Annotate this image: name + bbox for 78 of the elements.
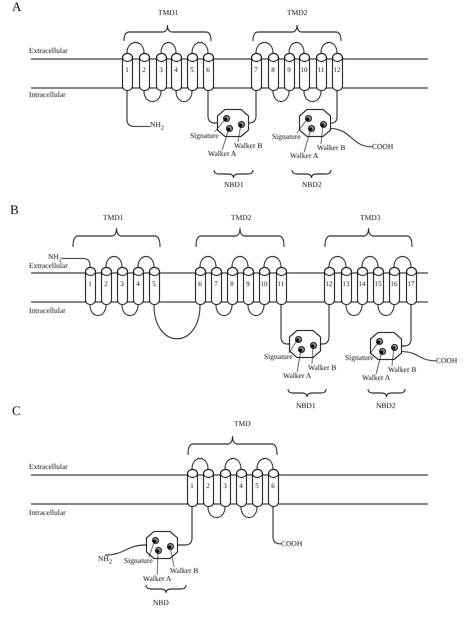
motif-dot bbox=[226, 124, 232, 132]
peptide-loop bbox=[126, 90, 150, 127]
peptide-loop bbox=[248, 90, 256, 124]
peptide-loop bbox=[144, 90, 162, 102]
leader-line bbox=[376, 354, 382, 374]
peptide-loop bbox=[176, 90, 192, 102]
leader-line bbox=[296, 120, 306, 134]
motif-dot bbox=[294, 336, 302, 342]
leader-line bbox=[222, 131, 228, 150]
motif-dot bbox=[390, 344, 398, 350]
peptide-loop bbox=[178, 506, 192, 546]
leader-line bbox=[304, 131, 310, 152]
peptide-loop bbox=[328, 256, 346, 268]
peptide-loop bbox=[232, 256, 248, 268]
peptide-loop bbox=[320, 42, 338, 54]
peptide-loop bbox=[304, 90, 322, 102]
peptide-loop bbox=[256, 458, 274, 470]
motif-dot bbox=[298, 346, 304, 352]
peptide-loop bbox=[330, 128, 372, 148]
peptide-loop bbox=[104, 544, 146, 556]
peptide-loop bbox=[288, 42, 304, 54]
peptide-loop bbox=[401, 351, 436, 362]
peptide-loop bbox=[264, 256, 282, 268]
peptide-loop bbox=[192, 458, 208, 470]
peptide-loop bbox=[224, 458, 242, 470]
leader-line bbox=[312, 348, 314, 364]
leader-line bbox=[288, 342, 296, 354]
peptide-loop bbox=[122, 304, 138, 316]
motif-dot bbox=[378, 348, 386, 354]
peptide-loop bbox=[192, 42, 208, 54]
peptide-loop bbox=[106, 256, 122, 268]
peptide-loop bbox=[160, 42, 176, 54]
leader-line bbox=[370, 344, 378, 354]
peptide-loop bbox=[62, 258, 90, 268]
nucleotide-binding-domain bbox=[299, 109, 331, 137]
leader-line bbox=[392, 350, 394, 366]
peptide-loop bbox=[208, 90, 218, 124]
motif-dot bbox=[376, 338, 382, 344]
peptide-loop bbox=[256, 42, 274, 54]
panel-letter: B bbox=[10, 203, 19, 216]
peptide-loop bbox=[378, 304, 394, 316]
motif-dot bbox=[304, 114, 312, 122]
leader-line bbox=[238, 127, 241, 142]
motif-dot bbox=[310, 342, 316, 348]
motif-dot bbox=[320, 120, 326, 128]
motif-dot bbox=[152, 536, 158, 544]
leader-line bbox=[320, 127, 323, 144]
peptide-loop bbox=[248, 304, 264, 316]
panel-letter: A bbox=[12, 0, 22, 13]
peptide-loop bbox=[126, 42, 144, 54]
nucleotide-binding-domain bbox=[146, 531, 178, 559]
peptide-loop bbox=[208, 506, 226, 518]
peptide-loop bbox=[280, 304, 290, 344]
leader-line bbox=[156, 553, 158, 576]
motif-dot bbox=[154, 546, 162, 554]
peptide-loop bbox=[320, 304, 330, 344]
peptide-loop bbox=[394, 256, 412, 268]
peptide-loop bbox=[402, 304, 412, 346]
motif-dot bbox=[308, 124, 314, 132]
peptide-loop bbox=[216, 304, 232, 316]
peptide-loop bbox=[272, 90, 290, 102]
motif-dot bbox=[238, 120, 244, 128]
panel-letter: C bbox=[12, 404, 21, 417]
motif-dot bbox=[222, 114, 230, 122]
peptide-loop bbox=[330, 90, 338, 124]
motif-dot bbox=[166, 542, 174, 550]
peptide-loop bbox=[90, 304, 106, 316]
peptide-loop bbox=[138, 256, 154, 268]
leader-line bbox=[148, 543, 154, 558]
peptide-loop bbox=[346, 304, 362, 316]
peptide-loop bbox=[200, 256, 216, 268]
leader-line bbox=[214, 120, 224, 132]
leader-line bbox=[296, 352, 301, 372]
leader-line bbox=[170, 549, 174, 568]
nucleotide-binding-domain bbox=[217, 109, 249, 137]
peptide-loop bbox=[154, 304, 200, 340]
peptide-loop bbox=[362, 256, 378, 268]
peptide-loop bbox=[240, 506, 258, 518]
